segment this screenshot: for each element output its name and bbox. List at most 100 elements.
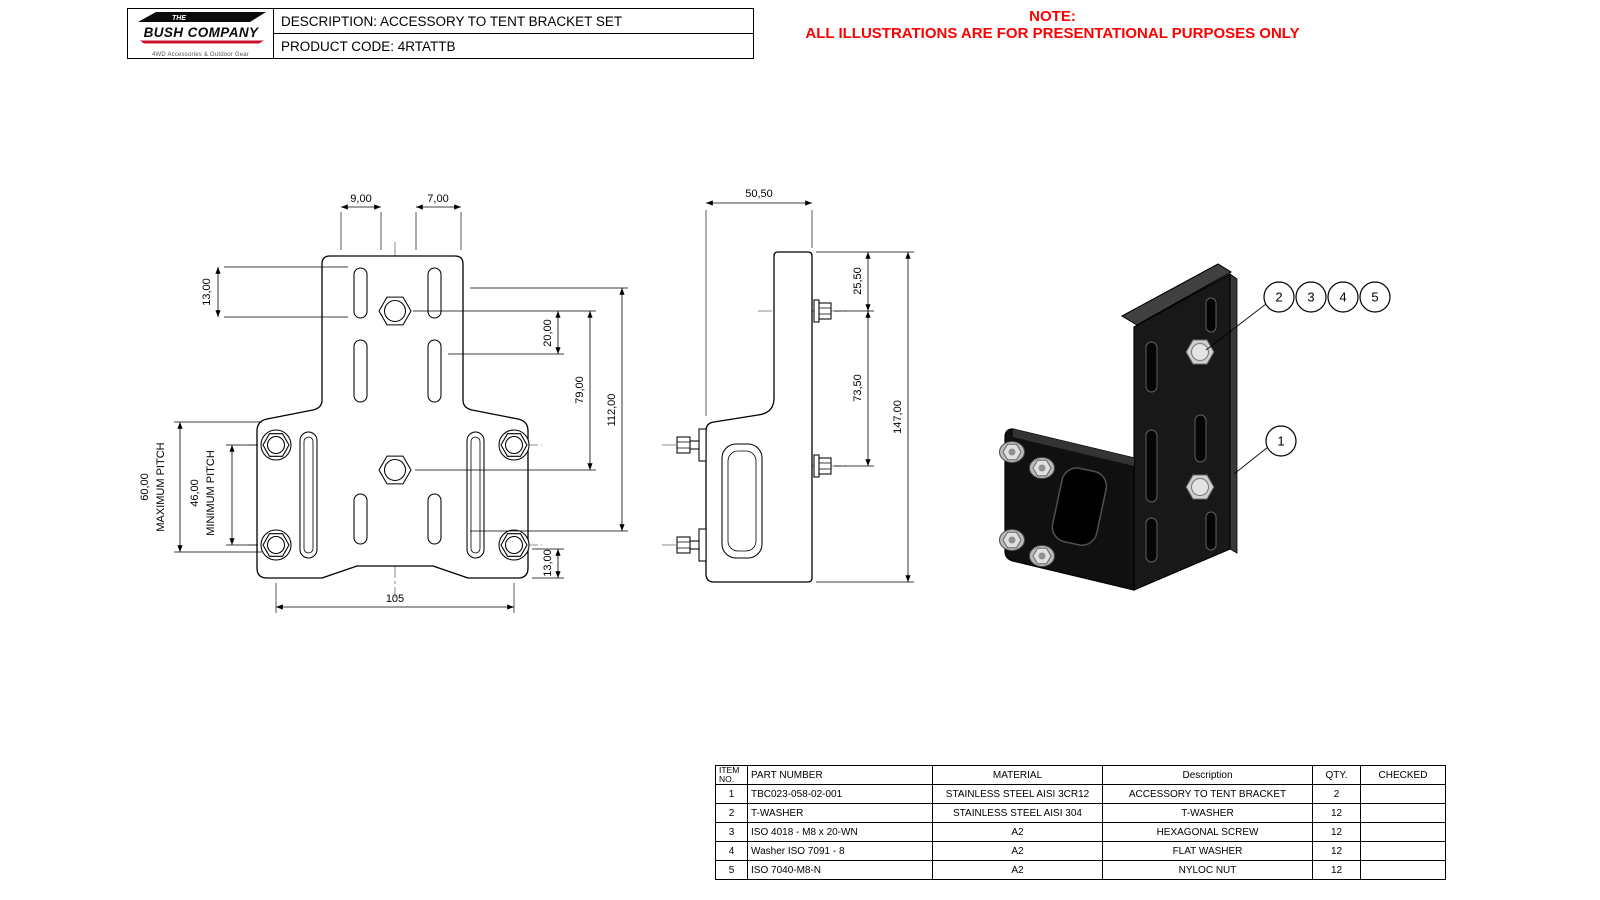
bom-header-description: Description (1102, 765, 1313, 785)
bom-header-item: ITEM NO. (715, 765, 748, 785)
front-corner-bolt (260, 529, 292, 561)
bom-cell-qty: 12 (1312, 822, 1361, 842)
bom-cell-checked (1360, 784, 1446, 804)
logo-name: BUSH COMPANY (143, 25, 259, 40)
bom-cell-qty: 12 (1312, 860, 1361, 880)
balloon-circle (1263, 281, 1295, 313)
bom-cell-description: HEXAGONAL SCREW (1102, 822, 1313, 842)
bom-cell-item: 3 (715, 822, 748, 842)
dim-label: 73,50 (852, 374, 864, 402)
front-hex-bolt-top (378, 296, 412, 326)
dim-label: 20,00 (542, 319, 554, 347)
balloon-label: 1 (1277, 434, 1284, 449)
dim-label: 105 (386, 593, 404, 605)
drawing-canvas: 9,00 7,00 13,00 20,00 79,00 112,00 60,00… (139, 188, 1391, 613)
dim-label: 25,50 (852, 267, 864, 295)
bom-cell-checked (1360, 841, 1446, 861)
bom-cell-part: ISO 7040-M8-N (747, 860, 933, 880)
dim-label: 79,00 (574, 376, 586, 404)
bom-row: 3 ISO 4018 - M8 x 20-WN A2 HEXAGONAL SCR… (715, 822, 1446, 842)
bom-cell-qty: 12 (1312, 841, 1361, 861)
balloon-label: 3 (1307, 290, 1314, 305)
bom-cell-item: 4 (715, 841, 748, 861)
iso-wing-hole (1051, 467, 1108, 546)
front-hex-bolt-center (378, 455, 412, 485)
bom-row: 1 TBC023-058-02-001 STAINLESS STEEL AISI… (715, 784, 1446, 804)
balloon-label: 5 (1371, 290, 1378, 305)
balloon-label: 4 (1339, 290, 1346, 305)
bom-cell-description: T-WASHER (1102, 803, 1313, 823)
title-block: THE BUSH COMPANY 4WD Accessories & Outdo… (127, 8, 754, 59)
bom-cell-material: A2 (932, 841, 1103, 861)
hex-screw-icon (1185, 339, 1215, 365)
bolt-assembly-icon (1029, 545, 1055, 567)
bom-cell-part: TBC023-058-02-001 (747, 784, 933, 804)
balloon-circle (1295, 281, 1327, 313)
note-body: ALL ILLUSTRATIONS ARE FOR PRESENTATIONAL… (805, 24, 1300, 42)
front-corner-bolt (498, 529, 530, 561)
front-dimensions: 9,00 7,00 13,00 20,00 79,00 112,00 60,00… (139, 193, 628, 613)
iso-top-flange (1120, 263, 1232, 326)
bom-header-material: MATERIAL (932, 765, 1103, 785)
logo-flag-icon (137, 12, 266, 22)
balloon-circle (1327, 281, 1359, 313)
balloon-circle (1359, 281, 1391, 313)
bolt-assembly-icon (1029, 457, 1055, 479)
dim-label: 147,00 (892, 400, 904, 434)
bom-cell-checked (1360, 803, 1446, 823)
balloon-circle (1265, 425, 1297, 457)
dim-label: 13,00 (542, 549, 554, 577)
bom-cell-description: FLAT WASHER (1102, 841, 1313, 861)
dim-label: 50,50 (745, 188, 773, 200)
dim-label: MAXIMUM PITCH (155, 442, 167, 531)
bom-cell-material: A2 (932, 860, 1103, 880)
side-dimensions: 50,50 25,50 73,50 147,00 (705, 188, 914, 583)
balloon-callouts: 2 3 4 5 1 (1205, 281, 1391, 475)
bom-cell-material: A2 (932, 822, 1103, 842)
front-corner-bolt (498, 429, 530, 461)
bom-row: 4 Washer ISO 7091 - 8 A2 FLAT WASHER 12 (715, 841, 1446, 861)
bom-cell-part: T-WASHER (747, 803, 933, 823)
dim-label: 13,00 (201, 278, 213, 306)
side-left-bolt (676, 528, 707, 562)
bom-cell-part: ISO 4018 - M8 x 20-WN (747, 822, 933, 842)
logo-graphic: THE BUSH COMPANY (137, 12, 266, 44)
logo-the: THE (172, 15, 186, 22)
bom-row: 2 T-WASHER STAINLESS STEEL AISI 304 T-WA… (715, 803, 1446, 823)
side-left-bolt (676, 428, 707, 462)
side-right-bolt (813, 299, 832, 323)
balloon-label: 2 (1275, 290, 1282, 305)
bom-header-part: PART NUMBER (747, 765, 933, 785)
bom-cell-qty: 2 (1312, 784, 1361, 804)
front-slots (353, 267, 442, 545)
front-view-drawing: 9,00 7,00 13,00 20,00 79,00 112,00 60,00… (139, 193, 628, 613)
presentation-note: NOTE: ALL ILLUSTRATIONS ARE FOR PRESENTA… (790, 8, 1315, 43)
side-view-drawing: 50,50 25,50 73,50 147,00 (662, 188, 914, 583)
side-pocket (721, 443, 763, 559)
bom-header-checked: CHECKED (1360, 765, 1446, 785)
bom-cell-description: ACCESSORY TO TENT BRACKET (1102, 784, 1313, 804)
iso-plate-slots (1145, 297, 1217, 563)
iso-plate-edge (1229, 273, 1238, 554)
front-corner-bolt (260, 429, 292, 461)
side-right-bolt (813, 454, 832, 478)
dim-label: 112,00 (606, 394, 618, 427)
bom-cell-description: NYLOC NUT (1102, 860, 1313, 880)
bom-cell-part: Washer ISO 7091 - 8 (747, 841, 933, 861)
bom-cell-item: 1 (715, 784, 748, 804)
drawing-description: DESCRIPTION: ACCESSORY TO TENT BRACKET S… (274, 9, 753, 34)
bush-company-logo: THE BUSH COMPANY 4WD Accessories & Outdo… (128, 9, 274, 58)
front-bracket-outline (256, 255, 529, 579)
logo-tagline: 4WD Accessories & Outdoor Gear (151, 52, 250, 58)
bolt-assembly-icon (999, 529, 1025, 551)
bom-cell-item: 2 (715, 803, 748, 823)
front-flange-slots (299, 431, 485, 559)
dim-label: 60,00 (139, 473, 151, 501)
bom-header-row: ITEM NO. PART NUMBER MATERIAL Descriptio… (715, 765, 1446, 785)
product-code: PRODUCT CODE: 4RTATTB (281, 38, 456, 54)
bom-cell-item: 5 (715, 860, 748, 880)
dim-label: MINIMUM PITCH (205, 450, 217, 536)
bill-of-materials: ITEM NO. PART NUMBER MATERIAL Descriptio… (715, 765, 1446, 880)
bom-cell-material: STAINLESS STEEL AISI 304 (932, 803, 1103, 823)
iso-view-drawing: 2 3 4 5 1 (999, 263, 1391, 591)
